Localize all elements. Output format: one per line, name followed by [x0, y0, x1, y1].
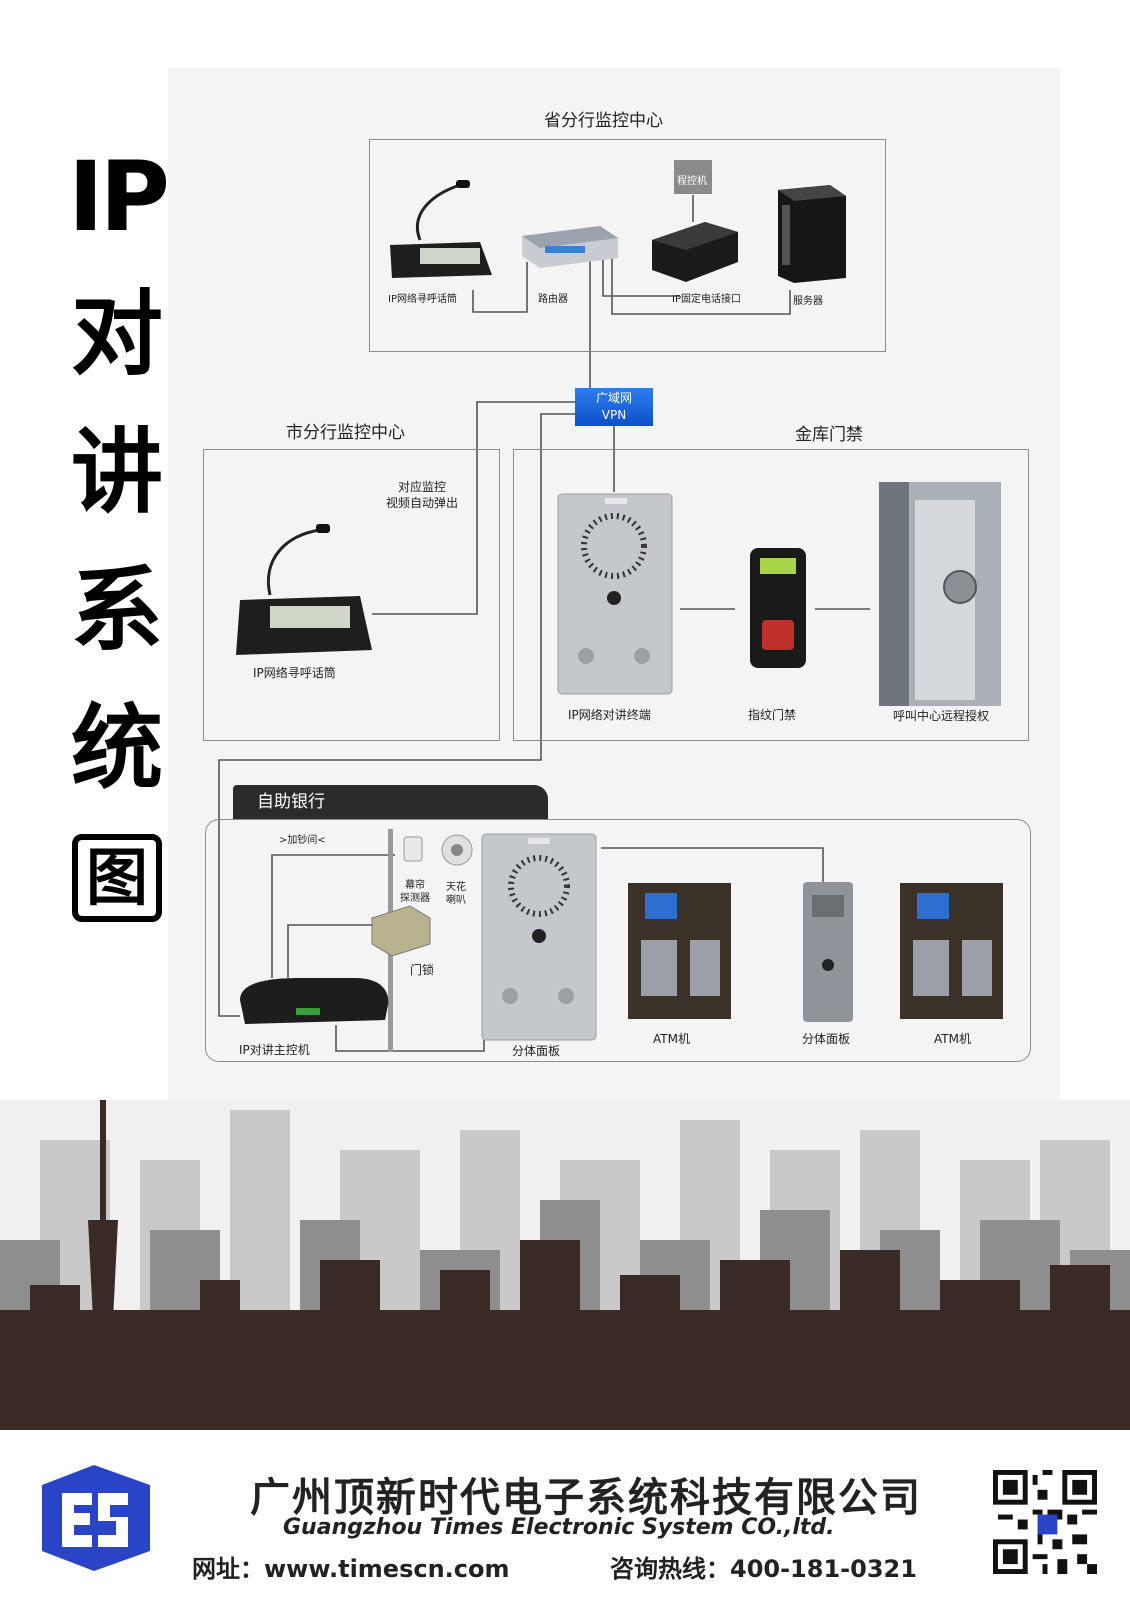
company-name-en: Guangzhou Times Electronic System CO.,lt… [283, 1515, 835, 1540]
city-center-box [203, 449, 500, 741]
vpn-label: VPN [601, 408, 627, 422]
remote-auth-label: 呼叫中心远程授权 [893, 709, 990, 723]
company-logo [42, 1465, 150, 1571]
city-paging-mic-icon [236, 524, 372, 655]
selfbank-box [205, 819, 1031, 1062]
vault-title: 金库门禁 [795, 425, 863, 445]
wire-router-server [611, 258, 791, 315]
server-label: 服务器 [793, 296, 823, 307]
title-char-5: 图 [72, 834, 162, 922]
vertical-title: IP 对 讲 系 统 图 [62, 128, 172, 922]
door-lock-label: 门锁 [410, 963, 435, 977]
title-ip: IP [67, 141, 170, 253]
title-char-2: 讲 [70, 419, 163, 526]
city-skyline [0, 1100, 1130, 1430]
door-lock-icon [371, 905, 431, 957]
wire-mic-router [472, 262, 528, 313]
city-center-title: 市分行监控中心 [286, 423, 405, 443]
curtain-label-1: 幕帘 [405, 880, 425, 891]
curtain-detector-icon [403, 836, 423, 862]
vault-door-icon [879, 482, 1001, 706]
host-controller-icon [240, 978, 389, 1024]
pbx-icon [674, 160, 712, 194]
router-icon [522, 226, 618, 268]
province-center-title: 省分行监控中心 [544, 111, 663, 131]
router-label: 路由器 [538, 294, 568, 305]
fingerprint-reader-icon [750, 548, 806, 668]
company-name-cn: 广州顶新时代电子系统科技有限公司 [250, 1475, 922, 1521]
website[interactable]: 网址：www.timescn.com [192, 1555, 510, 1583]
atm1-label: ATM机 [653, 1032, 690, 1046]
curtain-label-2: 探测器 [400, 893, 430, 904]
wan-vpn-badge: 广域网 VPN [575, 388, 653, 426]
diagram-graphics [218, 160, 1003, 1052]
wire-vpn-selfbank [218, 413, 575, 1017]
title-char-4: 统 [70, 695, 163, 802]
host-label: IP对讲主控机 [239, 1043, 310, 1057]
intercom-terminal-icon [557, 493, 673, 695]
panel1-label: 分体面板 [512, 1044, 561, 1058]
wan-label: 广域网 [595, 391, 632, 405]
split-panel-2-icon [803, 882, 853, 1022]
vault-box [513, 449, 1029, 741]
fingerprint-label: 指纹门禁 [748, 708, 797, 722]
hotline[interactable]: 咨询热线：400-181-0321 [610, 1555, 917, 1583]
wire-host-panel [335, 1025, 485, 1052]
paging-mic-icon [390, 180, 492, 278]
province-center-box [369, 139, 886, 352]
pbx-label: 程控机 [677, 176, 707, 187]
selfbank-title: 自助银行 [233, 785, 548, 819]
server-icon [778, 185, 846, 283]
cash-room-label: >加钞间< [279, 835, 326, 846]
atm-2-icon [900, 883, 1003, 1019]
speaker-label-1: 天花 [446, 882, 466, 893]
atm-1-icon [628, 883, 731, 1019]
panel2-label: 分体面板 [802, 1032, 851, 1046]
qr-code-icon[interactable] [993, 1470, 1097, 1574]
title-char-3: 系 [70, 557, 163, 664]
wire-panel-panel2 [601, 847, 824, 884]
title-char-1: 对 [70, 281, 163, 388]
city-note-line2: 视频自动弹出 [386, 496, 459, 510]
city-note-line1: 对应监控 [398, 480, 447, 494]
phone-interface-icon [652, 222, 738, 282]
speaker-label-2: 喇叭 [446, 895, 466, 906]
city-mic-label: IP网络寻呼话筒 [253, 666, 336, 680]
wire-router-phone [602, 258, 680, 297]
wire-vpn-city [372, 401, 575, 615]
wire-host-curtain [271, 854, 395, 978]
province-mic-label: IP网络寻呼话筒 [388, 294, 457, 305]
ceiling-speaker-icon [441, 834, 473, 866]
phone-interface-label: IP固定电话接口 [672, 294, 741, 305]
terminal-label: IP网络对讲终端 [568, 708, 651, 722]
wire-host-lock [287, 924, 375, 978]
split-panel-1-icon [481, 833, 597, 1041]
atm2-label: ATM机 [934, 1032, 971, 1046]
